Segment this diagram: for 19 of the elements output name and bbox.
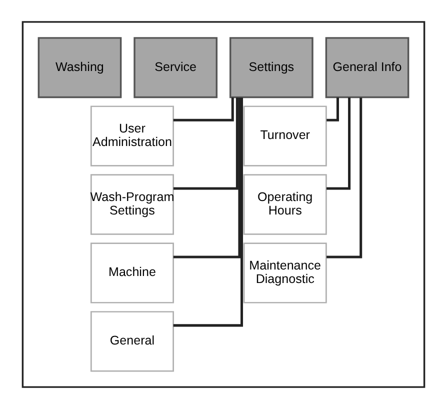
node-box: General — [90, 311, 174, 372]
node-box: Service — [133, 37, 217, 98]
node-box: Machine — [90, 242, 174, 304]
connector — [172, 98, 242, 327]
cluster — [21, 21, 425, 388]
node-box: Wash-Program Settings — [90, 174, 174, 235]
connector — [326, 97, 350, 190]
connector — [172, 97, 238, 190]
node-box: Maintenance Diagnostic — [242, 242, 326, 304]
connector — [172, 98, 240, 258]
node-box: General Info — [324, 37, 409, 98]
connector — [326, 98, 362, 258]
node-box: Operating Hours — [242, 174, 326, 235]
node-box: Turnover — [242, 106, 326, 166]
connector — [172, 98, 234, 122]
node-box: Settings — [229, 37, 313, 98]
node-box: User Administration — [90, 106, 174, 166]
node-box: Washing — [37, 37, 122, 98]
connector — [326, 98, 338, 122]
